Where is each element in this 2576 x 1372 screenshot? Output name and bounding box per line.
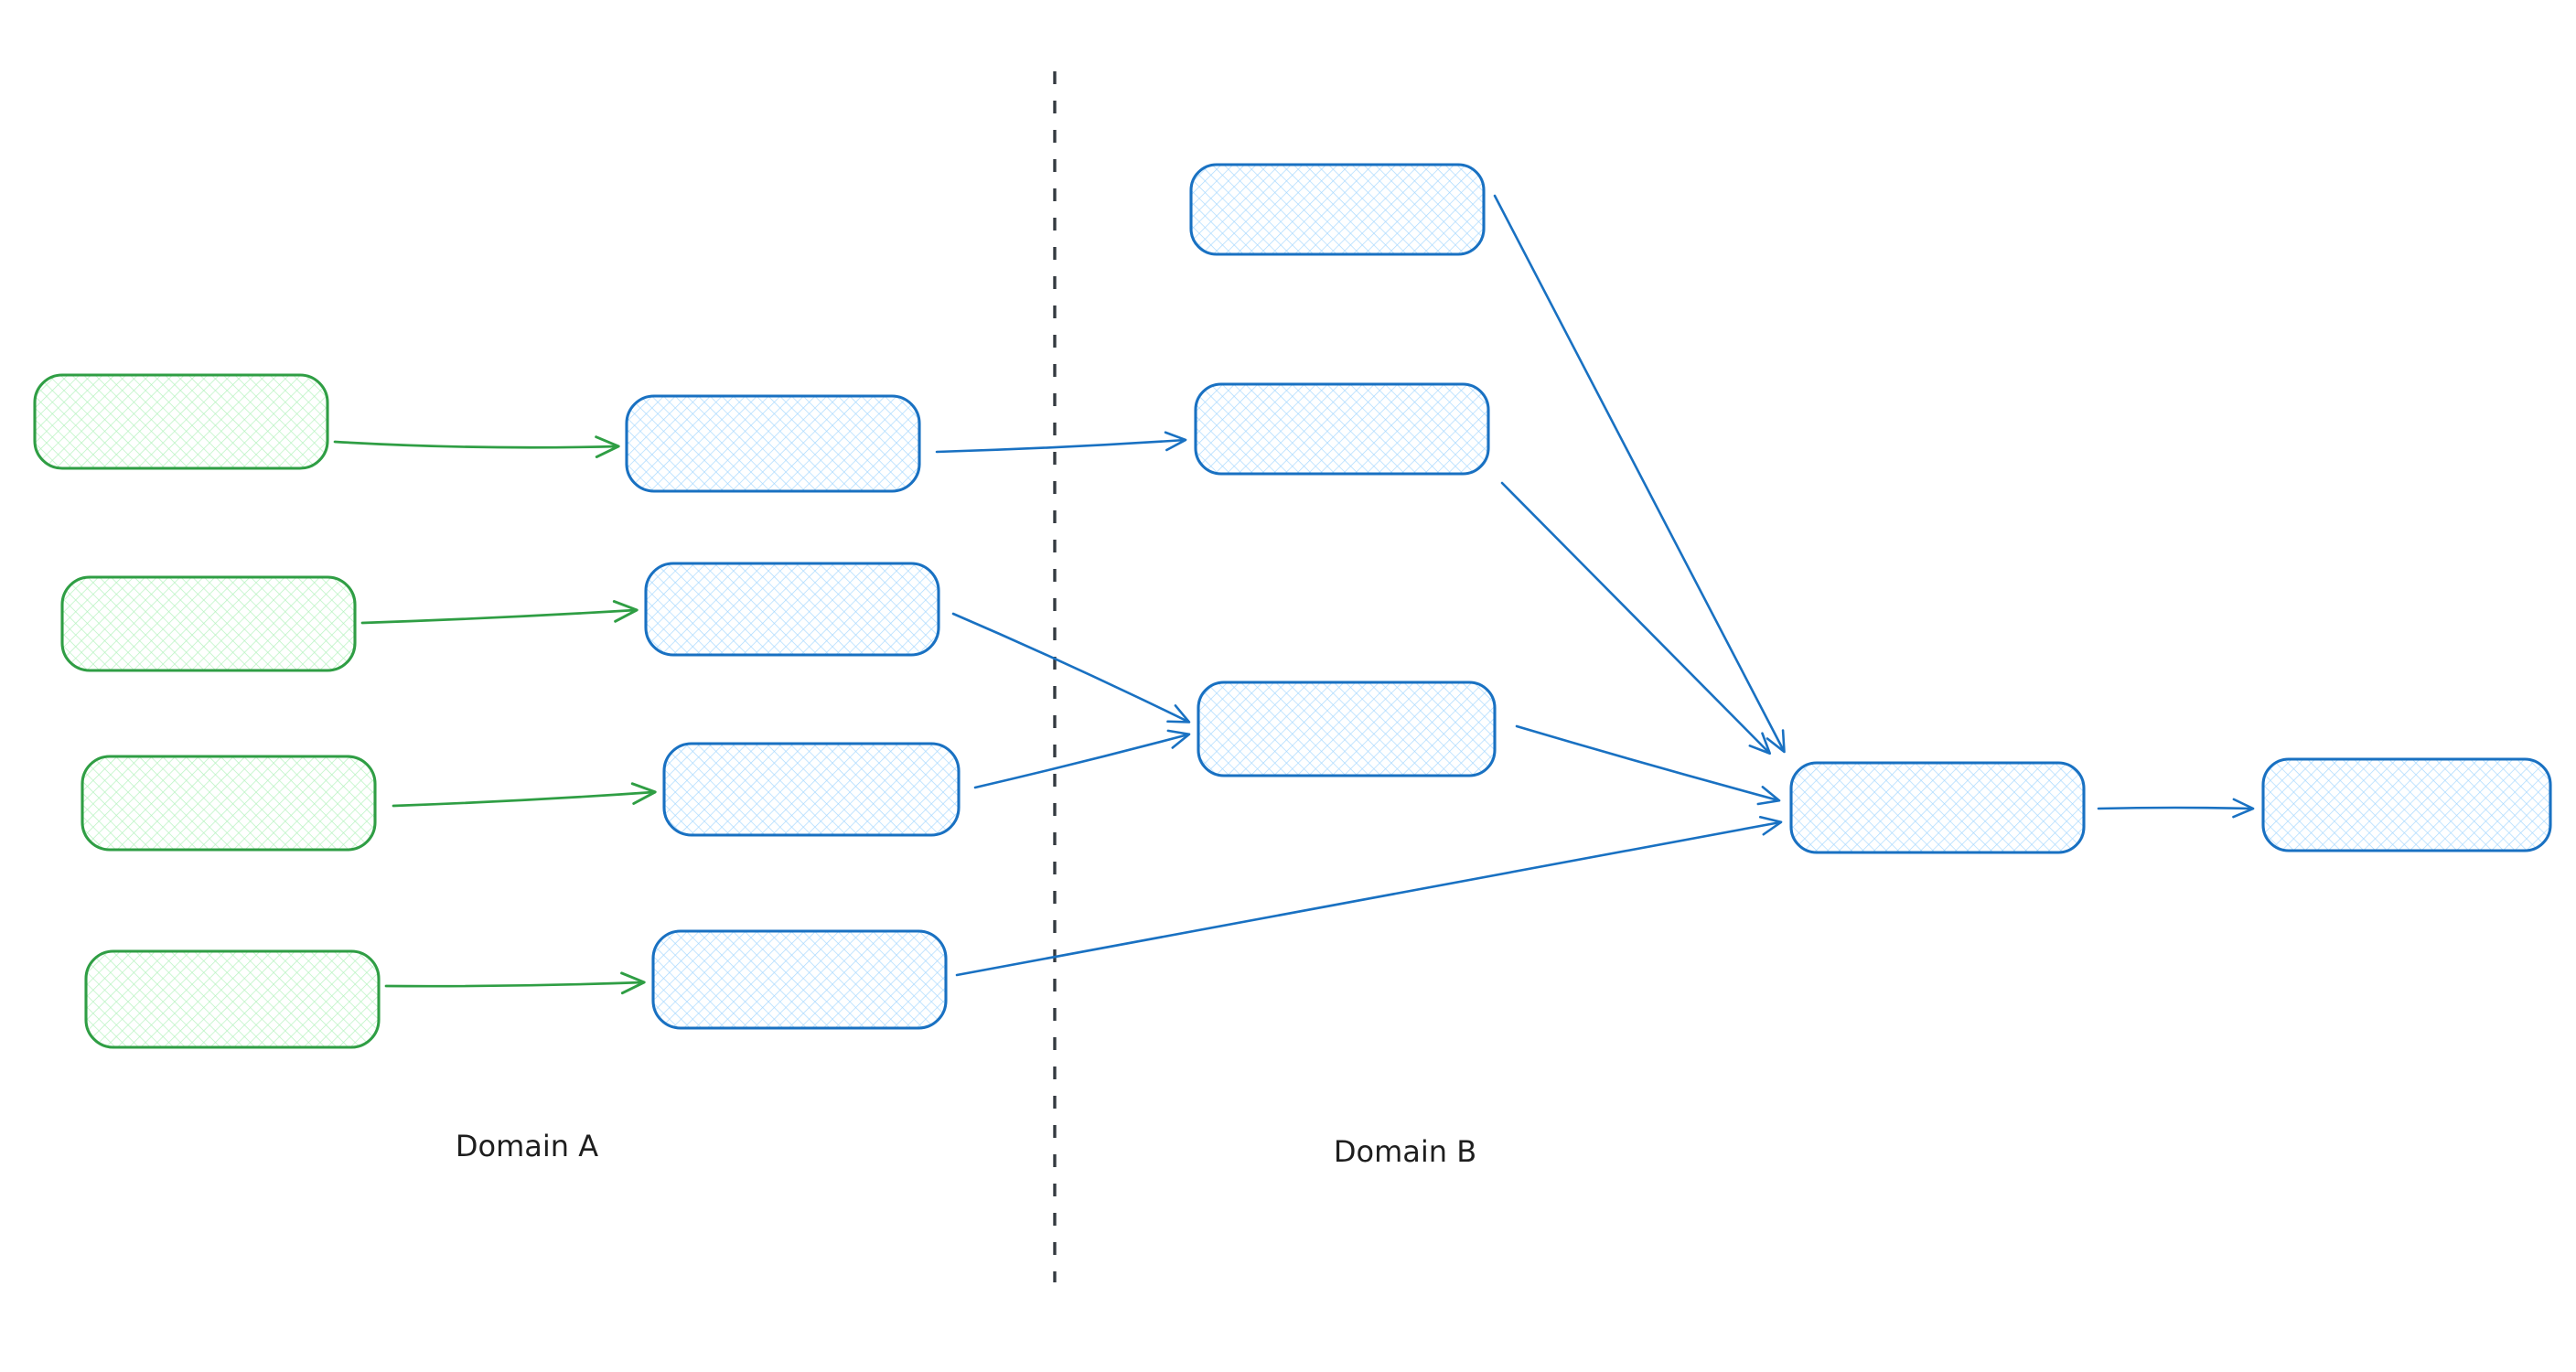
domain-a-label: Domain A	[456, 1129, 598, 1163]
node-a-input-2	[60, 575, 357, 672]
node-b-node-2	[1194, 382, 1490, 476]
arrow-a-process-1-to-b-node-2	[935, 431, 1187, 454]
arrow-a-input-2-to-a-process-2	[360, 600, 639, 625]
node-b-node-3	[1197, 681, 1497, 777]
arrow-b-aggregator-to-b-output	[2097, 798, 2255, 819]
arrow-a-input-4-to-a-process-4	[384, 971, 646, 995]
arrow-a-process-2-to-b-node-3	[951, 612, 1191, 724]
node-a-process-1	[625, 394, 921, 493]
arrow-b-node-3-to-b-aggregator	[1515, 724, 1781, 806]
node-a-input-1	[33, 373, 329, 470]
arrow-a-process-4-to-b-aggregator	[955, 816, 1783, 977]
arrow-b-node-2-to-b-aggregator	[1500, 481, 1772, 756]
node-a-process-3	[662, 742, 961, 837]
node-b-output	[2261, 757, 2552, 852]
node-a-process-2	[644, 562, 940, 657]
arrow-b-node-1-to-b-aggregator	[1493, 194, 1786, 754]
arrow-a-input-1-to-a-process-1	[333, 435, 620, 458]
node-a-process-4	[651, 929, 948, 1030]
domain-b-label: Domain B	[1334, 1134, 1476, 1169]
node-b-aggregator	[1789, 761, 2086, 854]
node-a-input-3	[80, 755, 377, 852]
node-a-input-4	[84, 949, 381, 1049]
arrow-a-process-3-to-b-node-3	[973, 729, 1191, 789]
node-b-node-1	[1189, 163, 1486, 256]
arrow-a-input-3-to-a-process-3	[392, 782, 657, 808]
